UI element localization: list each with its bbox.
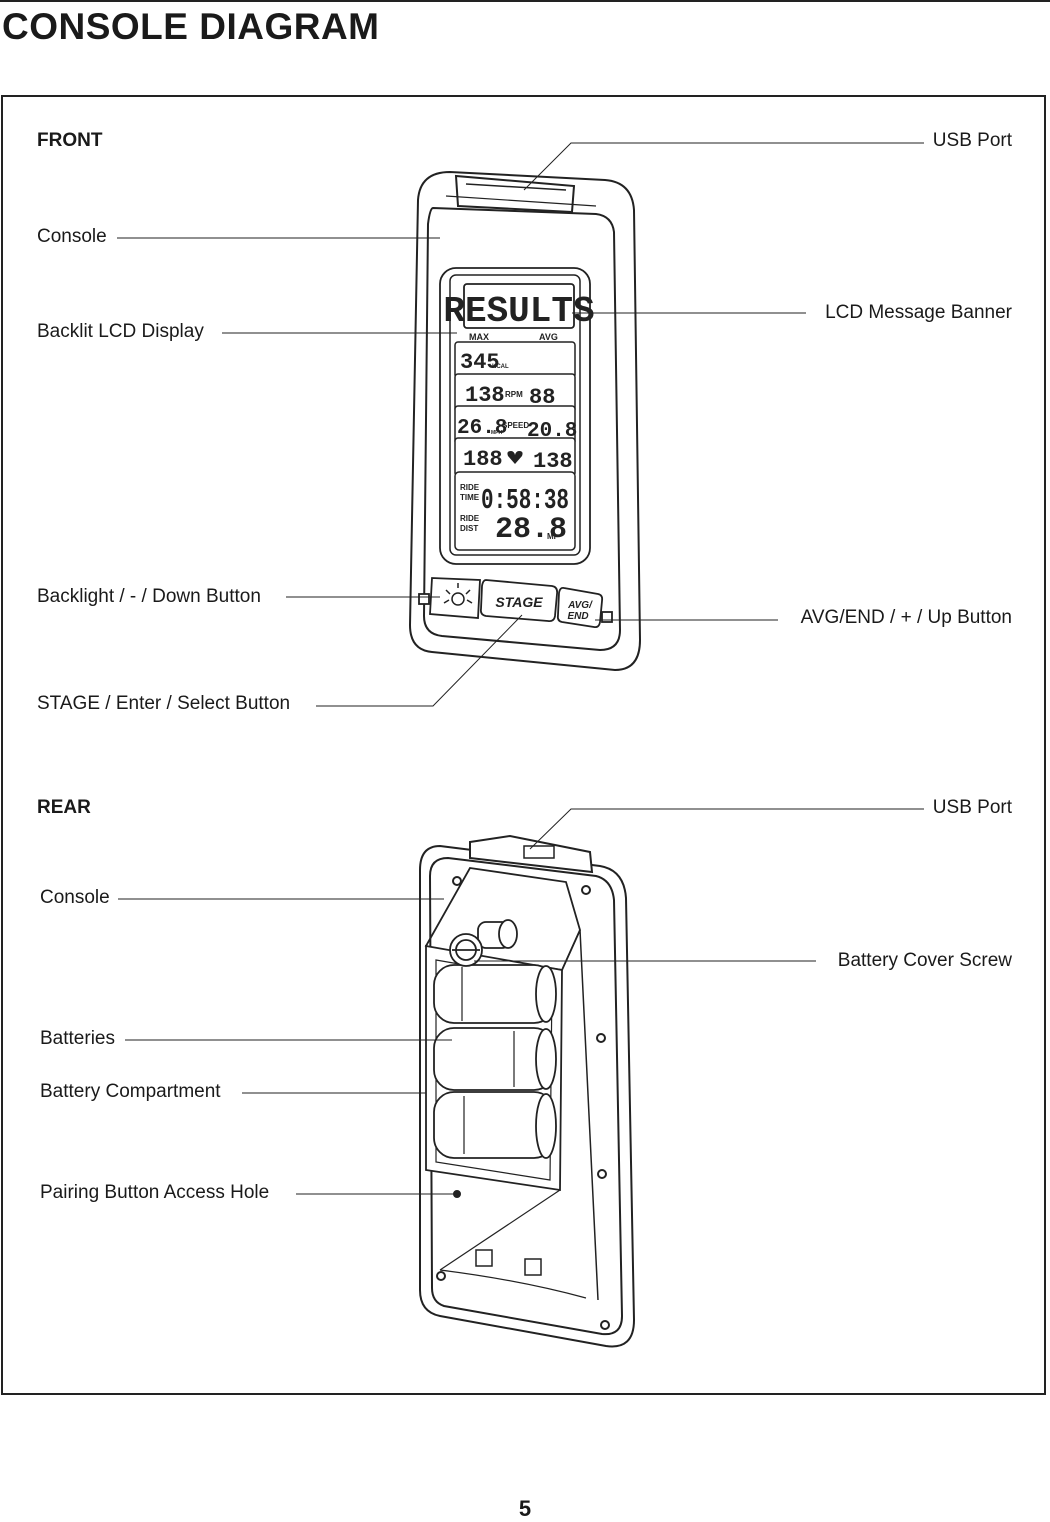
lcd-hr-right: 138 [533,449,573,474]
lcd-rpm-label: RPM [505,390,523,399]
rear-leader-lines [118,808,924,1195]
page-title: CONSOLE DIAGRAM [2,6,380,47]
lcd-ride-time-value: 0:58:38 [481,484,569,517]
lcd-speed-unit: MPH [491,430,503,436]
front-heading: FRONT [37,130,103,151]
front-buttons [418,577,613,629]
rear-usb-port-label: USB Port [932,797,1012,818]
top-rule [0,0,1050,2]
lcd-ride-dist-label-1: RIDE [460,514,480,523]
rear-heading: REAR [37,797,91,818]
avg-end-button-label: AVG/END / + / Up Button [800,607,1012,628]
diagram-frame [1,95,1046,1395]
front-console-label: Console [37,226,107,247]
lcd-ride-dist-label-2: DIST [460,524,478,533]
front-usb-port-label: USB Port [932,130,1012,151]
batteries [433,964,557,1159]
lcd-speed-label: SPEED [502,421,529,430]
lcd-kcal-unit: KCAL [492,364,509,370]
rear-console-label: Console [40,887,110,908]
lcd-avg-label: AVG [539,332,558,342]
avg-button-label-top: AVG/ [567,600,593,611]
stage-button[interactable] [479,579,559,623]
battery-cover-screw-label: Battery Cover Screw [837,950,1012,971]
lcd-speed-left: 26.8 [457,417,507,440]
avg-end-button[interactable] [556,586,604,629]
lcd-max-label: MAX [469,332,489,342]
front-leader-lines [117,142,924,707]
backlight-button-label: Backlight / - / Down Button [37,586,261,607]
backlight-button[interactable] [429,577,481,619]
lcd-ride-dist-unit: MI [547,532,556,541]
light-bulb-icon [443,583,473,606]
lcd-display: RESULTS MAX AVG 345 KCAL 138 RPM 88 26.8… [443,283,595,551]
lcd-rpm-left: 138 [465,383,505,408]
lcd-kcal-value: 345 [460,350,500,375]
avg-button-label-bottom: END [567,611,588,622]
lcd-banner-text: RESULTS [443,291,594,332]
page-number: 5 [518,1496,532,1521]
pairing-hole-label: Pairing Button Access Hole [40,1182,270,1203]
left-port-nub [418,593,430,605]
lcd-hr-left: 188 [463,447,503,472]
backlit-lcd-display-label: Backlit LCD Display [37,321,204,342]
battery-cover-screw [449,919,518,967]
stage-button-label: STAGE [495,594,543,610]
lcd-ride-time-label-1: RIDE [460,483,480,492]
battery-compartment-label: Battery Compartment [40,1081,221,1102]
lcd-message-banner-label: LCD Message Banner [825,302,1012,323]
right-port-nub [601,611,613,623]
lcd-ride-dist-value: 28.8 [495,513,567,547]
lcd-ride-time-label-2: TIME [460,493,480,502]
batteries-label: Batteries [40,1028,115,1049]
stage-button-callout-label: STAGE / Enter / Select Button [37,693,291,714]
heart-icon [507,451,523,464]
